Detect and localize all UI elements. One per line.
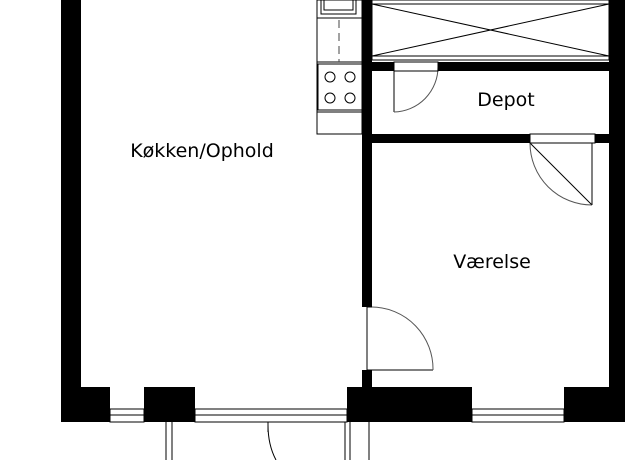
room-label-bedroom: Værelse [453, 251, 531, 273]
window-3 [471, 408, 565, 423]
kitchen-counter [316, 0, 363, 135]
partition-bedroom-upper [362, 143, 372, 307]
partition-bedroom-lower [362, 370, 372, 387]
bottom-pier-2 [347, 387, 472, 422]
sink-icon [320, 0, 357, 15]
window-1 [109, 408, 145, 423]
bottom-pier-1 [144, 387, 195, 422]
door-bedroom-top [529, 133, 596, 206]
right-exterior-wall [609, 0, 625, 422]
left-exterior-wall [61, 0, 81, 422]
shaft-cross [371, 0, 610, 61]
window-2 [194, 408, 348, 423]
partition-storage [362, 71, 372, 137]
partition-upper [362, 0, 372, 62]
door-bedroom-side [366, 306, 434, 371]
storage-bottom-wall-right [595, 134, 609, 143]
storage-bottom-wall [362, 134, 530, 143]
room-label-kitchen-living: Køkken/Ophold [130, 140, 274, 162]
stove-icon [317, 63, 363, 111]
room-label-storage: Depot [477, 89, 534, 111]
bottom-pier-3 [564, 387, 625, 422]
windows [109, 408, 565, 460]
bottom-wall-left [61, 387, 110, 422]
door-storage [393, 61, 439, 113]
cabinet [316, 17, 363, 63]
walls [61, 0, 625, 422]
storage-top-wall [362, 62, 394, 71]
storage-top-wall-right [438, 62, 609, 71]
